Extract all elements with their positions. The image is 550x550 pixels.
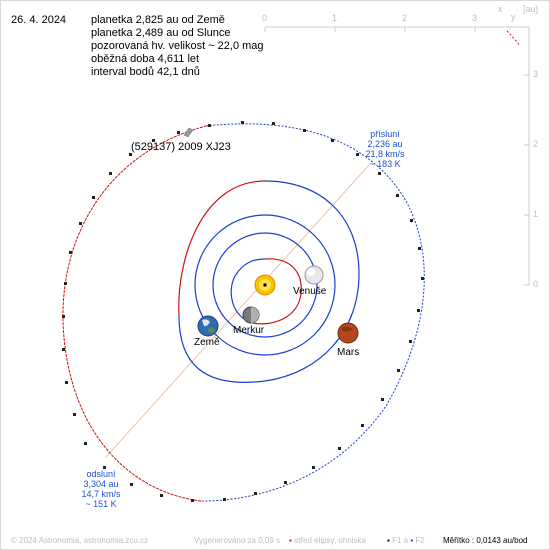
mercury-orbit-south [252, 258, 302, 325]
venus-orbit [212, 232, 318, 338]
asteroid-orbit-points [62, 121, 424, 502]
asteroid-orbit-south [62, 125, 207, 502]
mars-orbit-south [178, 180, 266, 317]
mars-icon [337, 322, 359, 344]
earth-orbit [194, 214, 336, 356]
footer-generated: Vygenerováno za 0,09 s [194, 536, 280, 545]
center-marker-icon: ▪ [289, 536, 292, 545]
object-name: (529137) 2009 XJ23 [131, 141, 231, 153]
venus-icon [304, 265, 324, 285]
y-tick-3: 3 [533, 69, 539, 79]
y-tick-2: 2 [533, 139, 539, 149]
y-tick-1: 1 [533, 209, 539, 219]
perihelion-speed: 21,8 km/s [365, 149, 405, 159]
x-tick-3: 3 [472, 13, 478, 23]
x-tick-2: 2 [402, 13, 408, 23]
legend-f1-text: F1 a [392, 536, 409, 545]
apsidal-line [105, 164, 370, 458]
y-axis-ticks [524, 74, 529, 286]
focus-f1 [263, 283, 267, 287]
y-axis-letter: y [511, 12, 516, 22]
venus-label: Venuše [293, 286, 327, 297]
perihelion-distance: 2,236 au [367, 139, 403, 149]
x-tick-0: 0 [262, 13, 268, 23]
perihelion-note: přísluní 2,236 au 21,8 km/s ~ 183 K [355, 129, 415, 169]
legend-center-text: střed elipsy, ohniska [294, 536, 366, 545]
info-line-3: pozorovaná hv. velikost ~ 22,0 mag [91, 40, 264, 52]
footer-legend-f1: ▪ F1 a ▪ F2 [387, 536, 425, 545]
aphelion-temperature: ~ 151 K [85, 499, 117, 509]
x-axis-ticks [264, 27, 476, 32]
asteroid-marker-icon [183, 127, 194, 138]
orbit-arc-fragment [506, 30, 521, 47]
f2-marker-icon: ▪ [410, 536, 414, 545]
mars-label: Mars [337, 347, 360, 358]
footer-scale: Měřítko : 0,0143 au/bod [443, 536, 528, 545]
info-line-2: planetka 2,489 au od Slunce [91, 27, 231, 39]
aphelion-distance: 3,304 au [83, 479, 119, 489]
x-axis-letter: x [498, 4, 503, 14]
aphelion-title: odsluní [86, 469, 116, 479]
x-tick-1: 1 [332, 13, 338, 23]
mercury-icon [242, 306, 260, 324]
mercury-orbit-north [230, 258, 266, 324]
info-line-4: oběžná doba 4,611 let [91, 53, 200, 65]
footer-copyright: © 2024 Astronomia, astronomia.zcu.cz [11, 536, 149, 545]
date-label: 26. 4. 2024 [11, 14, 67, 26]
perihelion-temperature: ~ 183 K [369, 159, 401, 169]
info-line-5: interval bodů 42,1 dnů [91, 66, 200, 78]
info-line-1: planetka 2,825 au od Země [91, 14, 225, 26]
axis-unit: [au] [523, 4, 539, 14]
earth-icon [197, 315, 219, 337]
mercury-label: Merkur [233, 325, 265, 336]
legend-f2-text: F2 [415, 536, 425, 545]
aphelion-speed: 14,7 km/s [81, 489, 121, 499]
perihelion-title: přísluní [370, 129, 400, 139]
asteroid-orbit-north [200, 123, 425, 502]
y-tick-0: 0 [533, 279, 539, 289]
earth-label: Země [194, 337, 220, 348]
f1-marker-icon: ▪ [387, 536, 390, 545]
footer-legend-center: ▪ střed elipsy, ohniska [289, 536, 366, 545]
mars-orbit-north [178, 180, 360, 383]
aphelion-note: odsluní 3,304 au 14,7 km/s ~ 151 K [71, 469, 131, 509]
